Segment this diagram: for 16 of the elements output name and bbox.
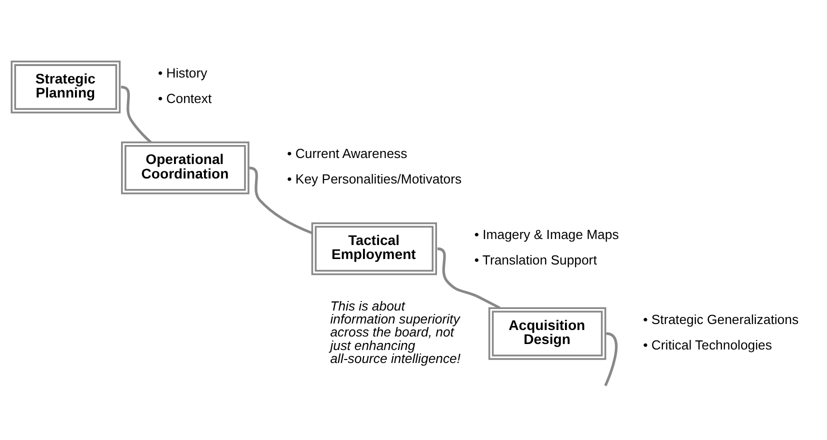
node-label: • Critical Technologies [643, 336, 772, 352]
node-box: Strategic Planning [10, 60, 121, 113]
node-label: • Strategic Generalizations [643, 311, 799, 326]
node-box: Operational Coordination [121, 141, 250, 194]
label: This is about information superiority across the board, not just enhancing all-source intelligence! [330, 298, 461, 366]
connector [437, 246, 500, 309]
connector [249, 166, 313, 234]
node-label: • Imagery & Image Maps [474, 226, 619, 242]
connector [120, 85, 152, 143]
node-box: Tactical Employment [311, 222, 437, 275]
node-label: • Key Personalities/Motivators [287, 171, 462, 186]
node-label: • Context [158, 90, 212, 106]
node-label: • Current Awareness [287, 146, 408, 161]
node-box: Acquisition Design [488, 306, 606, 360]
node-label: • History [158, 64, 208, 80]
node-label: • Translation Support [474, 252, 597, 268]
